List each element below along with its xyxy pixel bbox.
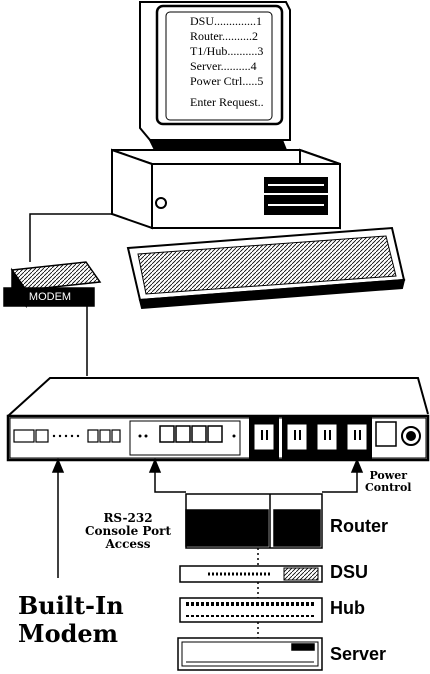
rack-chassis [6,377,430,462]
dsu [179,565,323,583]
dsu-label: DSU [330,562,369,582]
power-control-label: Power Control [365,469,412,494]
server [177,637,323,671]
modem [3,261,102,309]
rs232-label: RS-232 Console Port Access [85,511,171,551]
modem-label: MODEM [28,291,72,303]
router-label: Router [330,516,388,536]
router [185,493,323,549]
keyboard [126,226,406,310]
menu-item-power: Power Ctrl.....5 [190,74,264,88]
builtin-modem-label: Built-In Modem [18,591,124,648]
screen-menu: DSU..............1 Router..........2 T1/… [190,14,264,110]
computer-case [111,148,341,230]
menu-item-server: Server..........4 [190,59,257,73]
hub [179,597,323,623]
hub-label: Hub [330,598,365,618]
server-label: Server [330,644,387,664]
arrows [51,458,364,578]
menu-item-router: Router..........2 [190,29,258,43]
menu-item-t1hub: T1/Hub..........3 [190,44,264,58]
screen-prompt: Enter Request.. [190,95,264,109]
menu-item-dsu: DSU..............1 [190,14,263,28]
